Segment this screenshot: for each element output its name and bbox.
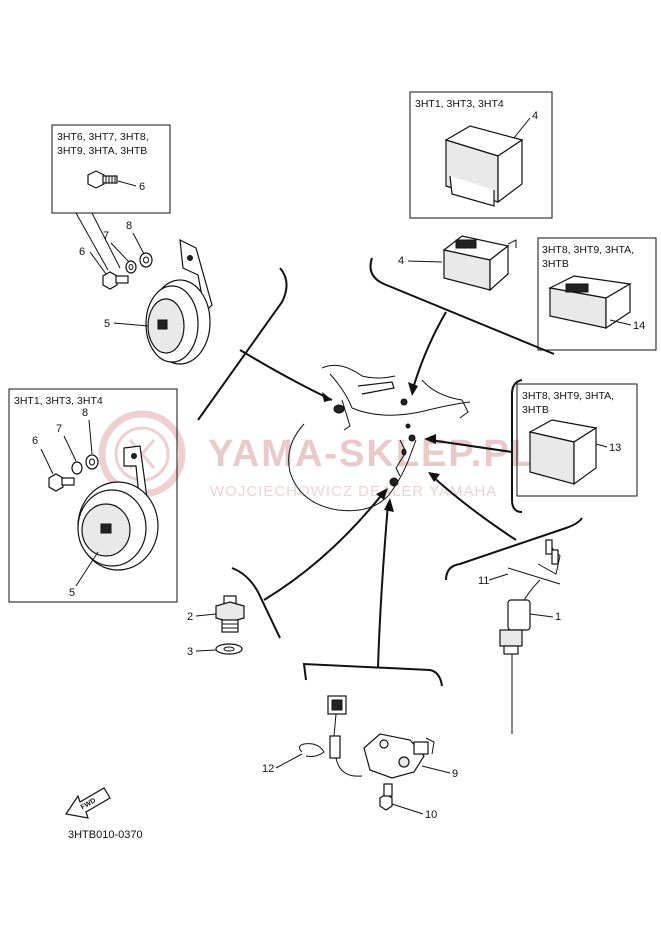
callout-2: 2	[187, 611, 193, 623]
inset-models-line2: 3HT9, 3HTA, 3HTB	[57, 145, 147, 157]
fwd-arrow-icon: FWD	[64, 787, 111, 819]
relay-unit-inset	[444, 125, 524, 207]
callout-10: 10	[425, 809, 437, 821]
inset-box-relay2-models: 3HT8, 3HT9, 3HTA, 3HTB 13	[516, 383, 638, 497]
inset-models-left: 3HT1, 3HT3, 3HT4	[14, 395, 103, 407]
group-bracket-upper-right	[369, 257, 555, 355]
callout-3: 3	[187, 646, 193, 658]
inset-box-flasher-models: 3HT8, 3HT9, 3HTA, 3HTB 14	[537, 237, 657, 351]
arrow-relay	[411, 311, 447, 393]
callout-8-left: 8	[82, 407, 88, 419]
diagram-code: 3HTB010-0370	[68, 829, 143, 841]
callout-11: 11	[478, 575, 489, 587]
inset-models-right-mid-1: 3HT8, 3HT9, 3HTA,	[542, 244, 634, 256]
group-bracket-switch	[445, 517, 583, 581]
inset-models-right-low-1: 3HT8, 3HT9, 3HTA,	[522, 390, 614, 402]
switch-assembly	[499, 539, 561, 734]
relay-unit-13	[528, 419, 598, 486]
callout-6-bolt-inset: 6	[139, 181, 145, 193]
horn-upper	[102, 238, 213, 365]
relay-unit	[442, 235, 517, 292]
inset-models-line1: 3HT6, 3HT7, 3HT8,	[57, 131, 149, 143]
inset-models-right-mid-2: 3HTB	[542, 258, 569, 270]
callout-14: 14	[633, 320, 645, 332]
neutral-switch	[215, 595, 245, 655]
callout-6-left: 6	[32, 435, 38, 447]
watermark-main-text: YAMA-SKLEP.PL	[208, 433, 536, 475]
group-bracket-right	[511, 379, 523, 513]
inset-box-bolt-models: 3HT6, 3HT7, 3HT8, 3HT9, 3HTA, 3HTB 6	[51, 124, 171, 214]
callout-8-upper: 8	[126, 220, 132, 232]
arrow-switch-2	[263, 491, 385, 601]
arrow-relay-13	[429, 439, 513, 453]
arrow-sensor	[377, 503, 389, 669]
frame-body	[288, 364, 471, 512]
callout-4-inset: 4	[532, 110, 538, 122]
group-bracket-lower-left	[231, 567, 281, 639]
inset-box-relay-models: 3HT1, 3HT3, 3HT4	[409, 91, 553, 219]
callout-4-outer: 4	[398, 255, 404, 267]
arrow-upper-horn	[239, 349, 333, 401]
callout-9: 9	[452, 768, 458, 780]
callout-5-upper: 5	[104, 318, 110, 330]
group-bracket-bottom	[302, 662, 443, 687]
callout-13: 13	[609, 442, 621, 454]
callout-5-left: 5	[69, 587, 75, 599]
watermark-sub-text: WOJCIECHOWICZ DEALER YAMAHA	[210, 483, 497, 500]
arrow-switch	[431, 475, 517, 541]
watermark: YAMA-SKLEP.PL WOJCIECHOWICZ DEALER YAMAH…	[98, 410, 536, 500]
callout-12: 12	[262, 763, 274, 775]
callout-7-upper: 7	[103, 230, 109, 242]
flange-bolt	[87, 170, 118, 189]
inset-models-right-low-2: 3HTB	[522, 404, 549, 416]
inset-models-top-right: 3HT1, 3HT3, 3HT4	[415, 98, 504, 110]
callout-6-upper: 6	[79, 246, 85, 258]
callout-1: 1	[555, 611, 561, 623]
group-bracket-upper-left	[197, 267, 288, 421]
flasher-unit	[548, 275, 632, 330]
sensor-assembly	[298, 695, 435, 811]
inset-box-horn-models: 3HT1, 3HT3, 3HT4	[8, 388, 178, 603]
callout-7-left: 7	[56, 423, 62, 435]
